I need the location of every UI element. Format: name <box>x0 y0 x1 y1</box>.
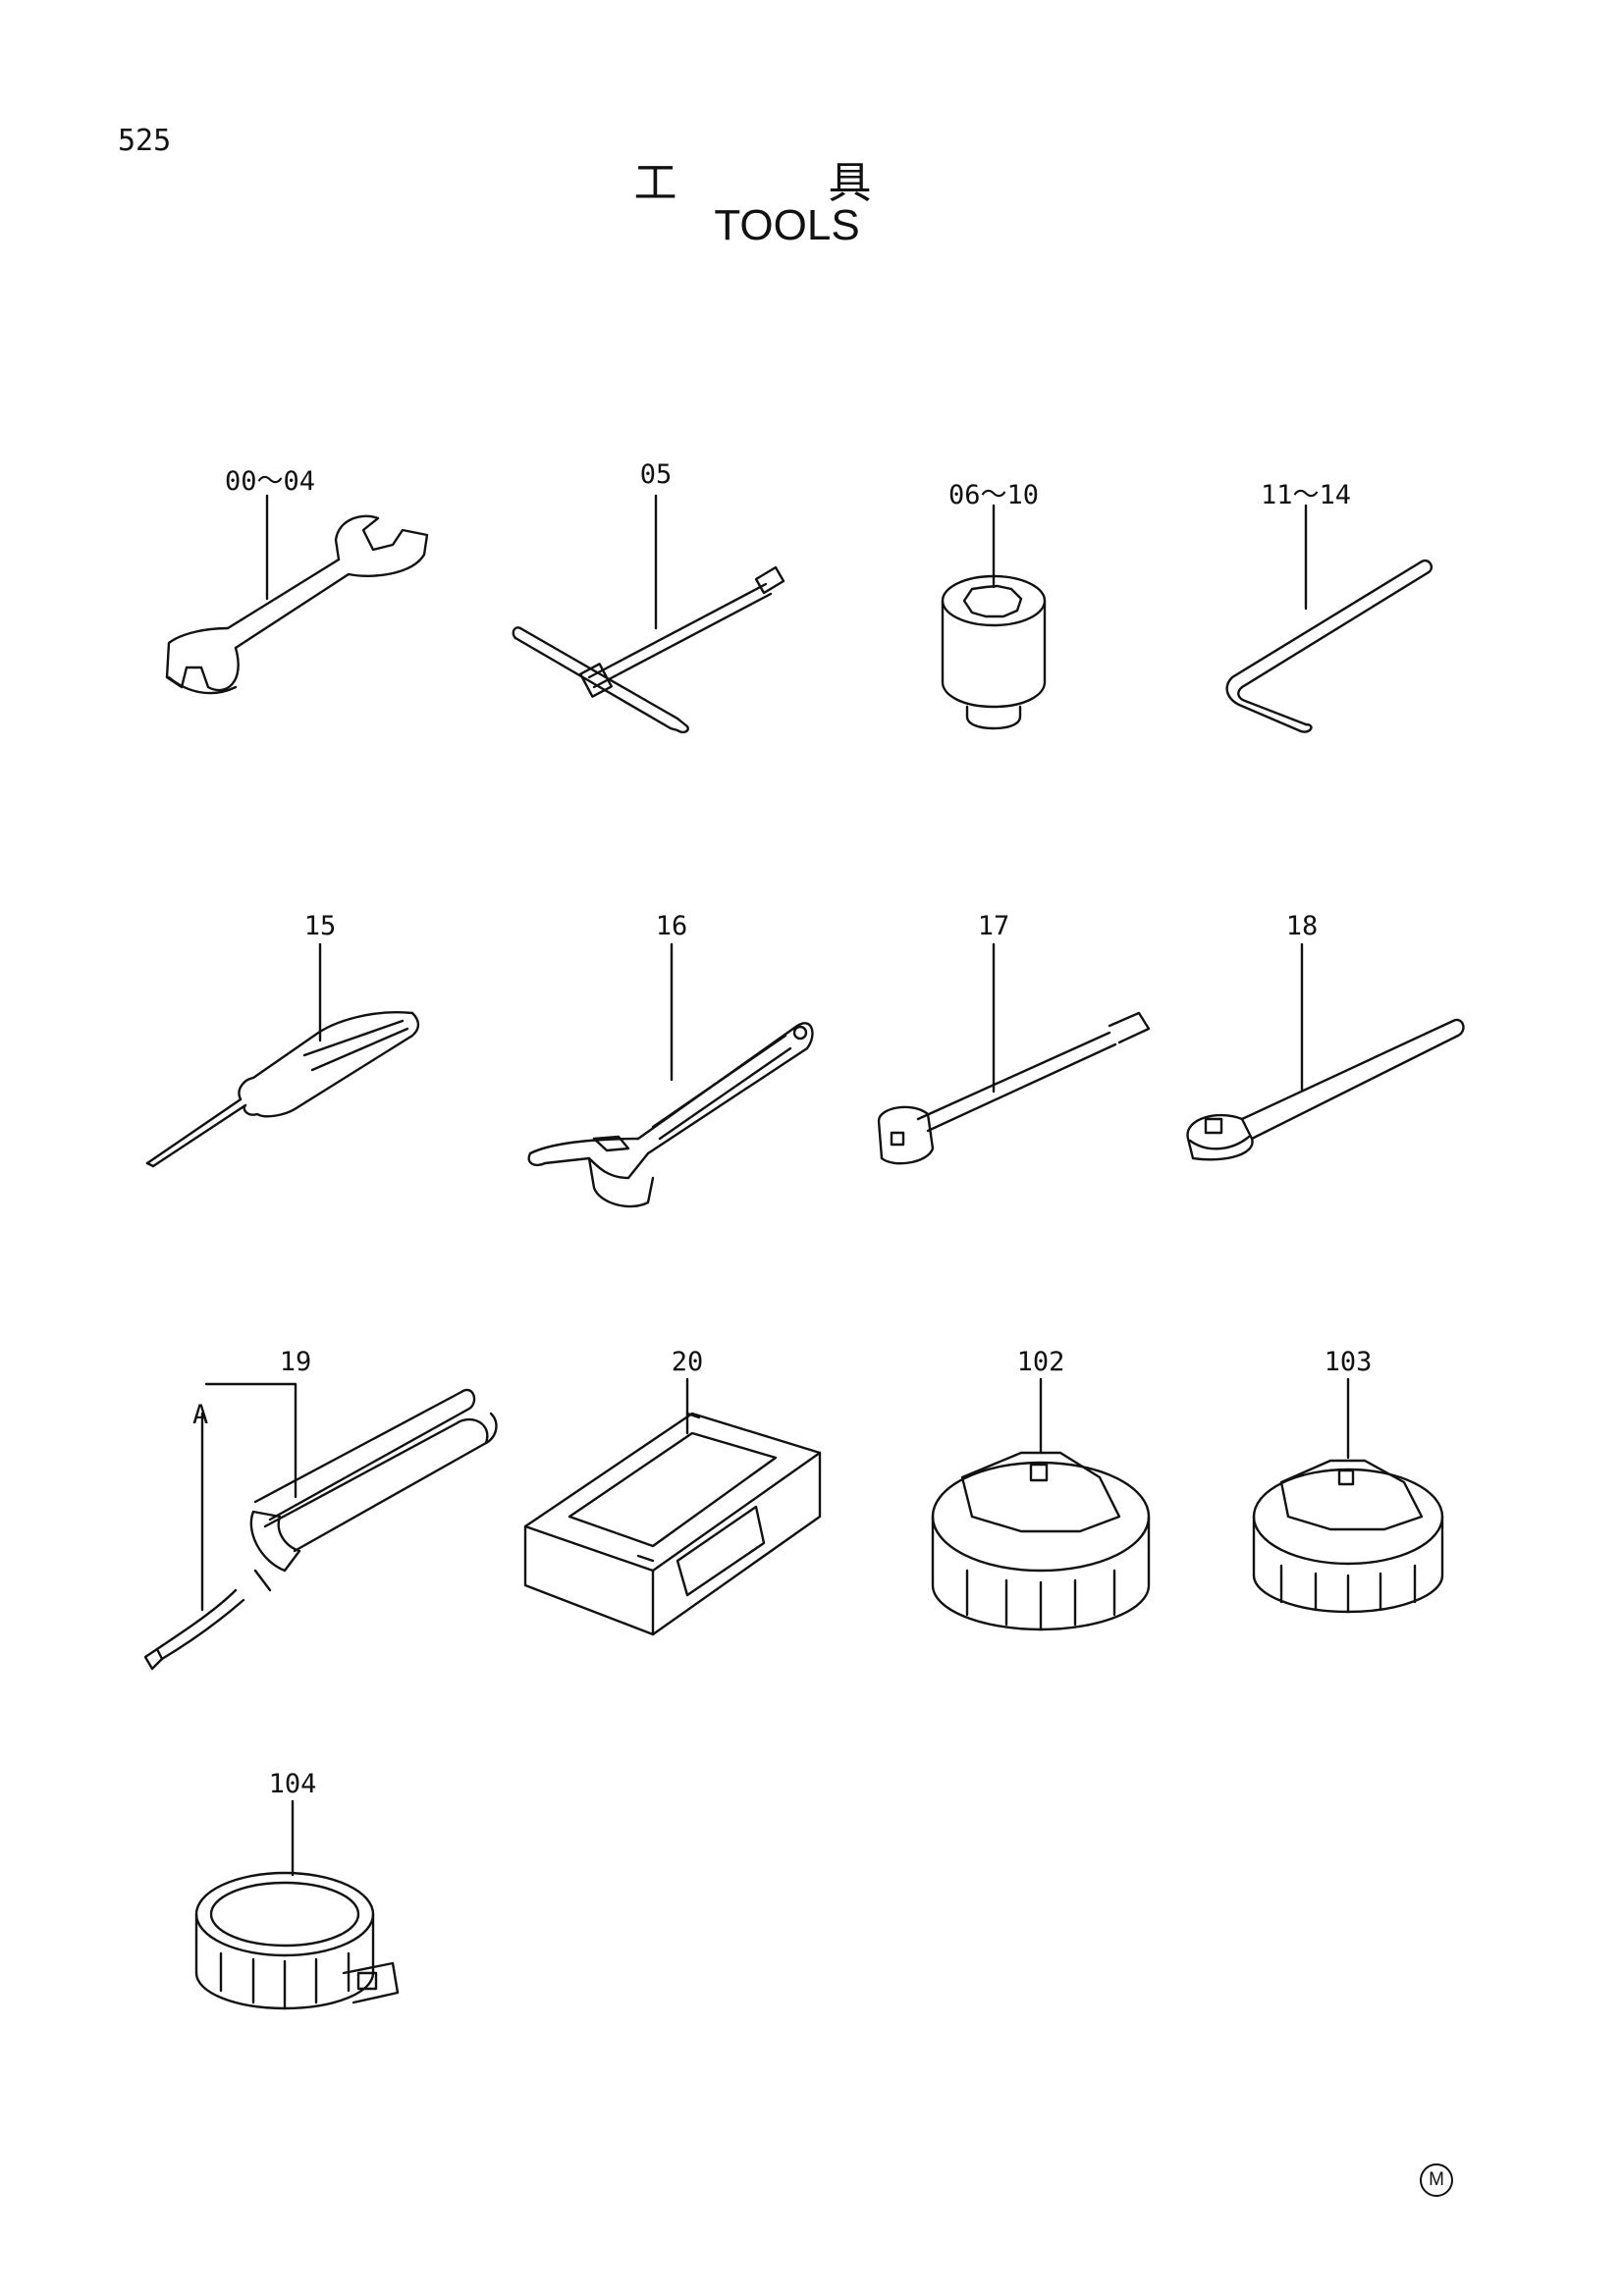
page-title-japanese: 工 具 <box>633 158 941 208</box>
grease-gun-icon <box>143 1382 498 1671</box>
page-title: TOOLS <box>714 201 860 249</box>
callout-17: 17 <box>977 911 1010 941</box>
page-number: 525 <box>118 124 172 158</box>
filter-wrench-small-icon <box>1252 1377 1444 1614</box>
adjustable-wrench-icon <box>527 942 814 1208</box>
m-mark: M <box>1420 2163 1453 2197</box>
callout-00-04: 00～04 <box>224 466 316 497</box>
tool-box-icon <box>523 1377 822 1636</box>
socket-icon <box>941 504 1047 730</box>
callout-19: 19 <box>279 1347 312 1377</box>
filter-wrench-icon <box>931 1377 1151 1631</box>
callout-20: 20 <box>671 1347 704 1377</box>
callout-16: 16 <box>655 911 688 941</box>
callout-15: 15 <box>303 911 337 941</box>
callout-18: 18 <box>1285 911 1319 941</box>
ratchet-handle-icon <box>1186 942 1465 1161</box>
callout-102: 102 <box>1016 1347 1065 1377</box>
callout-05: 05 <box>639 459 673 490</box>
spanner-icon <box>165 494 429 695</box>
extension-bar-icon <box>877 942 1151 1165</box>
filter-band-wrench-icon <box>194 1799 400 2010</box>
callout-a: A <box>192 1400 209 1430</box>
t-handle-wrench-icon <box>512 494 785 734</box>
hex-key-icon <box>1225 504 1434 733</box>
callout-103: 103 <box>1324 1347 1373 1377</box>
callout-104: 104 <box>268 1769 317 1799</box>
screwdriver-icon <box>145 942 420 1168</box>
